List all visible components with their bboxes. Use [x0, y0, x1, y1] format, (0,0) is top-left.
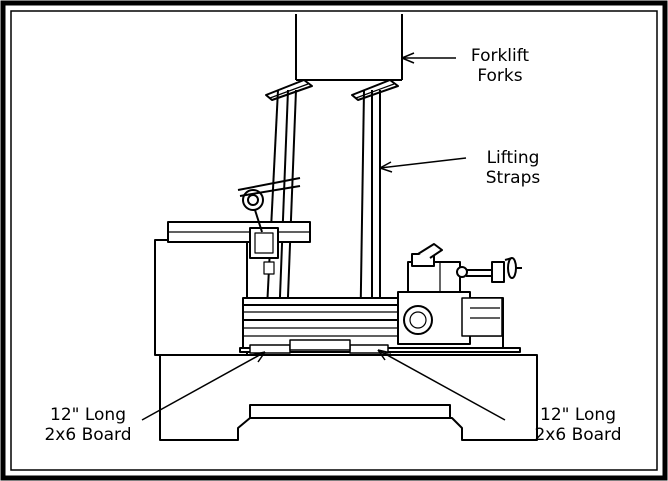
forklift-forks-label: Forklift Forks [440, 46, 560, 86]
forklift-forks-label-line2: Forks [477, 66, 523, 86]
forklift-forks-label-line1: Forklift [470, 46, 530, 66]
lathe-base [159, 354, 538, 441]
leader-lines [141, 52, 506, 421]
board-label-left-line2: 2x6 Board [44, 425, 132, 445]
forklift-forks [265, 14, 403, 101]
lathe-headstock [154, 221, 311, 356]
lathe-carriage [397, 291, 503, 345]
board-label-right-line2: 2x6 Board [534, 425, 622, 445]
board-label-left: 12" Long 2x6 Board [18, 405, 158, 445]
lifting-straps-label-line1: Lifting [486, 148, 540, 168]
wood-boards [249, 339, 389, 354]
board-label-left-line1: 12" Long [50, 405, 126, 425]
lifting-straps-label-line2: Straps [485, 168, 541, 188]
board-label-right-line1: 12" Long [540, 405, 616, 425]
inner-border [10, 10, 658, 471]
lifting-straps-label: Lifting Straps [458, 148, 568, 188]
board-label-right: 12" Long 2x6 Board [508, 405, 648, 445]
lathe-tool-post [407, 243, 522, 293]
chip-guard [237, 177, 301, 233]
